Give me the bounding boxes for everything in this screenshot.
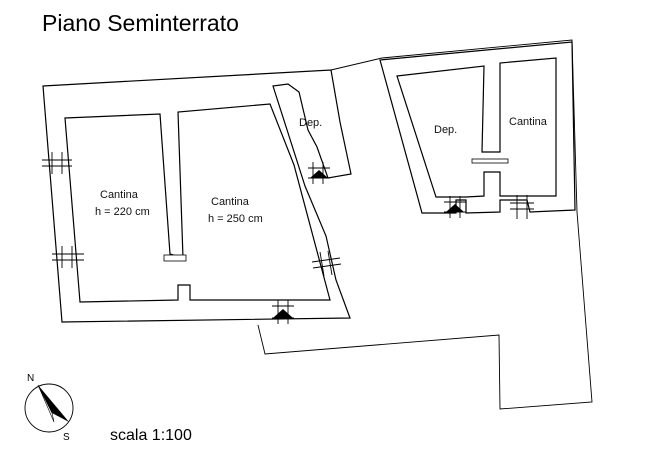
left-building-walls — [42, 69, 352, 323]
partition-line — [163, 254, 187, 262]
left-building: Cantina h = 220 cm Cantina h = 250 cm De… — [42, 69, 352, 324]
room-height-cantina-center: h = 250 cm — [208, 213, 263, 225]
compass-icon: N S — [24, 373, 74, 443]
room-label-cantina-right: Cantina — [509, 116, 548, 128]
compass-north-label: N — [27, 373, 34, 384]
scale-label: scala 1:100 — [110, 427, 192, 444]
dep-door-arrow-icon — [308, 162, 330, 184]
right-door-arrow-icon — [444, 196, 466, 218]
page-title: Piano Seminterrato — [42, 10, 239, 36]
room-label-cantina-center: Cantina — [211, 196, 250, 208]
window-right-side — [311, 250, 342, 277]
partition-line-right — [471, 158, 509, 164]
window-left-lower — [52, 246, 84, 268]
room-height-cantina-left: h = 220 cm — [95, 206, 150, 218]
room-label-dep-small: Dep. — [299, 117, 322, 129]
entrance-arrow-icon — [272, 300, 294, 324]
window-right-building — [510, 195, 534, 219]
room-label-cantina-left: Cantina — [100, 189, 139, 201]
right-building-walls — [379, 41, 576, 214]
room-label-dep-right: Dep. — [434, 124, 457, 136]
right-building: Dep. Cantina — [379, 41, 576, 219]
site-boundary — [257, 39, 593, 410]
compass-south-label: S — [63, 432, 70, 443]
window-left-upper — [42, 152, 72, 174]
